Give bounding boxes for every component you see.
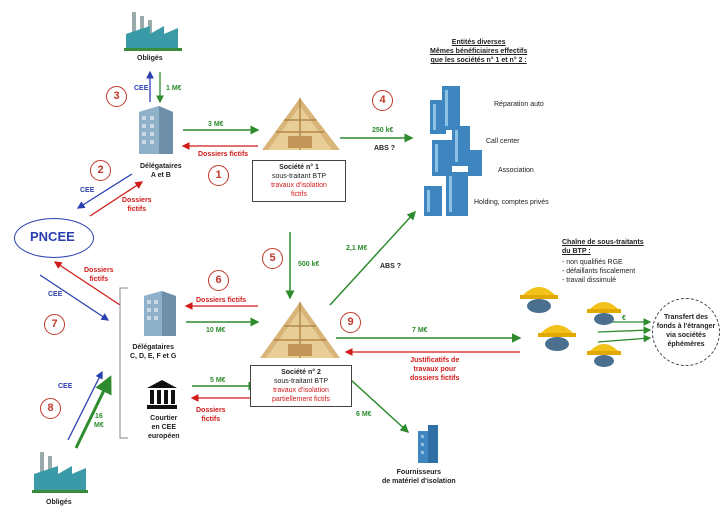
step-4: 4 <box>372 90 393 111</box>
step-8: 8 <box>40 398 61 419</box>
entite-item: Réparation auto <box>494 101 544 108</box>
worker-icon <box>516 278 562 314</box>
arrow-cee-ab <box>76 173 133 209</box>
flow-label: ABS ? <box>380 263 401 270</box>
chaine-items: - non qualifiés RGE- défaillants fiscale… <box>562 259 636 284</box>
flow-label: 5 M€ <box>210 377 226 384</box>
obliges-bottom-label: Obligés <box>46 499 72 506</box>
step-5: 5 <box>262 248 283 269</box>
flow-label: 7 M€ <box>412 327 428 334</box>
flow-label: € <box>622 315 626 322</box>
obliges-top-label: Obligés <box>137 55 163 62</box>
step-2: 2 <box>90 160 111 181</box>
arrow-transfert-2 <box>597 326 652 335</box>
entite-item: Holding, comptes privés <box>474 199 549 206</box>
societe2-box: Société n° 2 sous-traitant BTP travaux d… <box>250 365 352 407</box>
bracket <box>119 287 128 439</box>
arrow-transfert-3 <box>597 334 652 343</box>
pncee-ellipse <box>14 218 94 258</box>
flow-label: 2,1 M€ <box>346 245 368 252</box>
arrow-cee-pncee <box>39 274 110 321</box>
entite-item: Call center <box>486 138 520 145</box>
entite-item: Association <box>498 167 534 174</box>
flow-label: 250 k€ <box>372 127 394 134</box>
step-1: 1 <box>208 165 229 186</box>
arrow-dossiers-ab <box>89 181 144 217</box>
flow-label: Dossiers fictifs <box>198 151 249 158</box>
flow-label: CEE <box>134 85 149 92</box>
building-icon <box>412 425 442 465</box>
societe1-box: Société n° 1 sous-traitant BTP travaux d… <box>252 160 346 202</box>
buildings-icon <box>416 86 506 218</box>
factory-icon <box>122 8 182 52</box>
arrow-2-1m <box>329 210 417 306</box>
flow-label: 500 k€ <box>298 261 320 268</box>
entites-title: Entités diverses Mêmes bénéficiaires eff… <box>430 39 528 64</box>
transfert-circle <box>652 298 720 366</box>
flow-label: 1 M€ <box>166 85 182 92</box>
arrow-16m <box>74 375 112 449</box>
roof-icon <box>260 92 342 154</box>
arrow-dossiers-pncee <box>53 261 121 306</box>
factory-icon <box>30 448 88 494</box>
flow-label: 6 M€ <box>356 411 372 418</box>
worker-icon <box>534 316 580 352</box>
flow-label: 3 M€ <box>208 121 224 128</box>
worker-icon <box>584 294 624 326</box>
flow-label: CEE <box>48 291 63 298</box>
building-icon <box>140 290 180 338</box>
roof-icon <box>258 296 342 362</box>
flow-label: CEE <box>80 187 95 194</box>
step-3: 3 <box>106 86 127 107</box>
step-9: 9 <box>340 312 361 333</box>
bank-icon <box>145 378 179 410</box>
flow-label: ABS ? <box>374 145 395 152</box>
step-7: 7 <box>44 314 65 335</box>
pncee-label: PNCEE <box>30 229 75 244</box>
building-icon <box>133 104 179 158</box>
flow-label: CEE <box>58 383 73 390</box>
flow-label: 10 M€ <box>206 327 226 334</box>
step-6: 6 <box>208 270 229 291</box>
worker-icon <box>584 336 624 368</box>
flow-label: Dossiers fictifs <box>196 297 247 304</box>
